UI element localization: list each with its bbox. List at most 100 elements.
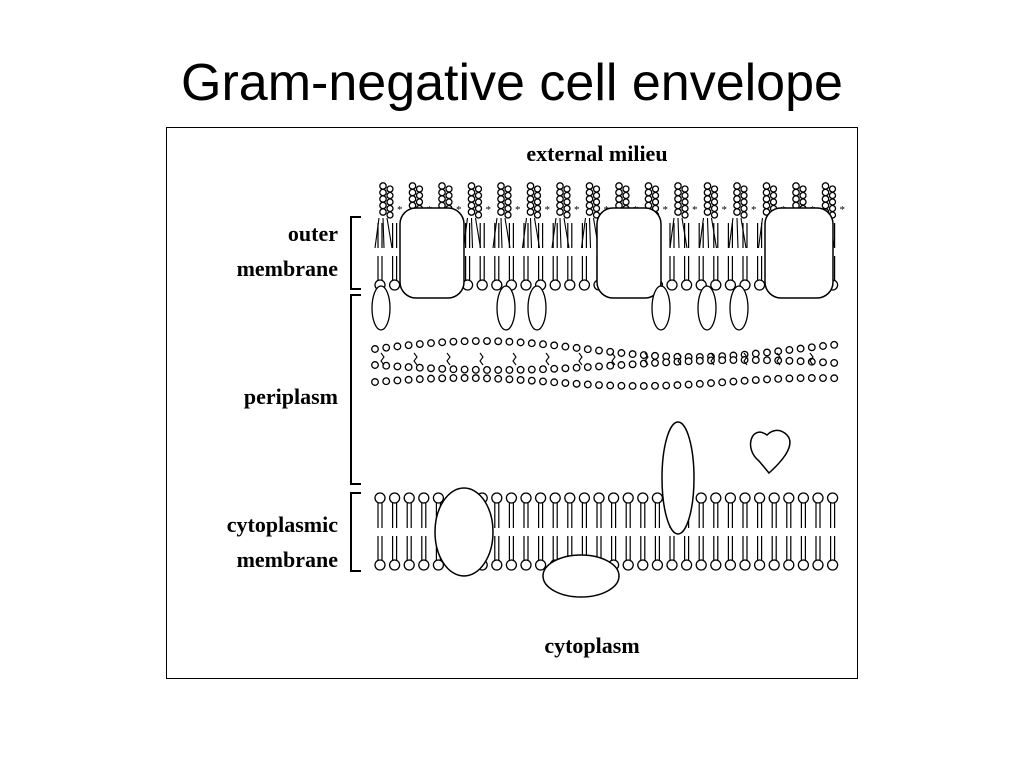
lipid-tail: [800, 536, 806, 560]
peptidoglycan-unit: [695, 356, 704, 365]
outer-membrane-label-line2: membrane: [237, 256, 339, 281]
lipid-head: [651, 559, 664, 571]
lipid-tail: [421, 503, 427, 528]
lps-sugar: [533, 211, 542, 219]
lipid-tail: [538, 536, 544, 560]
lipid-tail: [757, 503, 763, 528]
porin-proteins: [399, 207, 834, 299]
peptidoglycan-unit: [718, 356, 727, 365]
lps-sugar: [710, 204, 719, 213]
peptidoglycan-unit: [796, 357, 805, 366]
lipid-tail: [625, 536, 631, 560]
lps-sugar: [556, 208, 564, 216]
lps-sugar: [556, 195, 564, 203]
peptidoglycan-unit: [572, 379, 581, 388]
lps-sugar: [615, 188, 623, 197]
lipid-tail: [552, 223, 558, 248]
lipid-head: [388, 279, 401, 291]
lipid-head: [724, 279, 737, 291]
lps-sugar: [408, 195, 417, 203]
lipid-tail: [581, 223, 587, 248]
lipid-tail: [800, 503, 806, 528]
lps-sugar: [644, 188, 653, 197]
peptidoglycan-unit: [415, 363, 424, 372]
outer-membrane-label-line1: outer: [288, 221, 338, 246]
lps-lipid-chain: [492, 217, 511, 249]
lps-sugar: [415, 185, 424, 193]
lps-sugar: [703, 188, 712, 197]
lipid-head: [534, 492, 547, 504]
peptide-crosslink: [413, 352, 418, 366]
peptidoglycan-unit: [763, 356, 771, 365]
lipid-tail: [727, 503, 733, 528]
lipid-tail: [523, 223, 529, 248]
peptidoglycan-unit: [393, 362, 402, 371]
lipid-tail: [392, 223, 398, 248]
lipid-head: [549, 279, 561, 291]
lipid-tail: [640, 503, 646, 528]
lipid-tail: [494, 223, 500, 248]
lps-sugar: [445, 198, 453, 206]
peptide-crosslink: [578, 352, 583, 366]
lps-sugar: [769, 185, 778, 193]
peptidoglycan-unit: [651, 351, 659, 360]
peptidoglycan-unit: [449, 365, 458, 374]
lps-sugar: [533, 204, 542, 213]
lipid-head: [695, 492, 707, 504]
peptidoglycan-unit: [796, 344, 805, 353]
peptidoglycan-unit: [606, 361, 615, 370]
peptidoglycan-unit: [527, 339, 536, 348]
lps-sugar: [622, 185, 630, 193]
lps-sugar: [563, 191, 571, 200]
lps-lipid-chain: [551, 217, 570, 249]
lps-sugar: [762, 188, 771, 197]
lipid-tail: [508, 503, 514, 528]
lps-sugar: [592, 204, 601, 213]
peptidoglycan-unit: [729, 377, 738, 386]
lipid-tail: [713, 536, 719, 560]
lps-sugar: [379, 195, 387, 203]
lps-sugar: [504, 211, 512, 219]
lipid-head: [739, 492, 751, 504]
lipid-head: [680, 279, 693, 291]
lps-sugar: [733, 201, 741, 210]
peptidoglycan-unit: [774, 374, 783, 383]
lipid-tail: [625, 503, 631, 528]
lps-sugar: [740, 185, 748, 193]
peptidoglycan-unit: [583, 363, 592, 372]
peptidoglycan-unit: [471, 337, 480, 345]
lps-sugar: [740, 211, 748, 219]
lipid-tail: [567, 223, 573, 248]
peptide-crosslink: [380, 352, 385, 366]
peptidoglycan-unit: [785, 345, 794, 354]
lps-marker: *: [751, 204, 757, 216]
lps-sugar: [526, 208, 535, 216]
lipid-head: [783, 559, 795, 571]
lps-sugar: [821, 195, 830, 203]
lipid-tail: [377, 503, 383, 528]
peptidoglycan-unit: [819, 374, 827, 382]
lipid-tail: [421, 536, 427, 560]
lps-sugar: [762, 195, 771, 203]
lipid-head: [812, 559, 824, 571]
lps-sugar: [585, 195, 594, 203]
lipid-head: [374, 559, 386, 571]
lps-sugar: [710, 198, 719, 206]
peptidoglycan-unit: [415, 375, 424, 384]
lipid-head: [520, 492, 532, 504]
lps-sugar: [526, 195, 535, 203]
peptidoglycan-unit: [617, 349, 626, 357]
peptidoglycan-unit: [583, 380, 592, 389]
lps-sugar: [615, 182, 623, 190]
lipid-tail: [508, 536, 514, 560]
lipid-tail: [727, 256, 733, 280]
lipoprotein: [651, 285, 671, 331]
lipid-tail: [742, 256, 748, 280]
lps-sugar: [792, 188, 800, 197]
lps-sugar: [415, 191, 424, 200]
lps-sugar: [828, 185, 837, 193]
lps-sugar: [644, 182, 653, 190]
lps-sugar: [769, 198, 778, 206]
peptidoglycan-unit: [393, 342, 402, 351]
lps-sugar: [556, 182, 564, 190]
